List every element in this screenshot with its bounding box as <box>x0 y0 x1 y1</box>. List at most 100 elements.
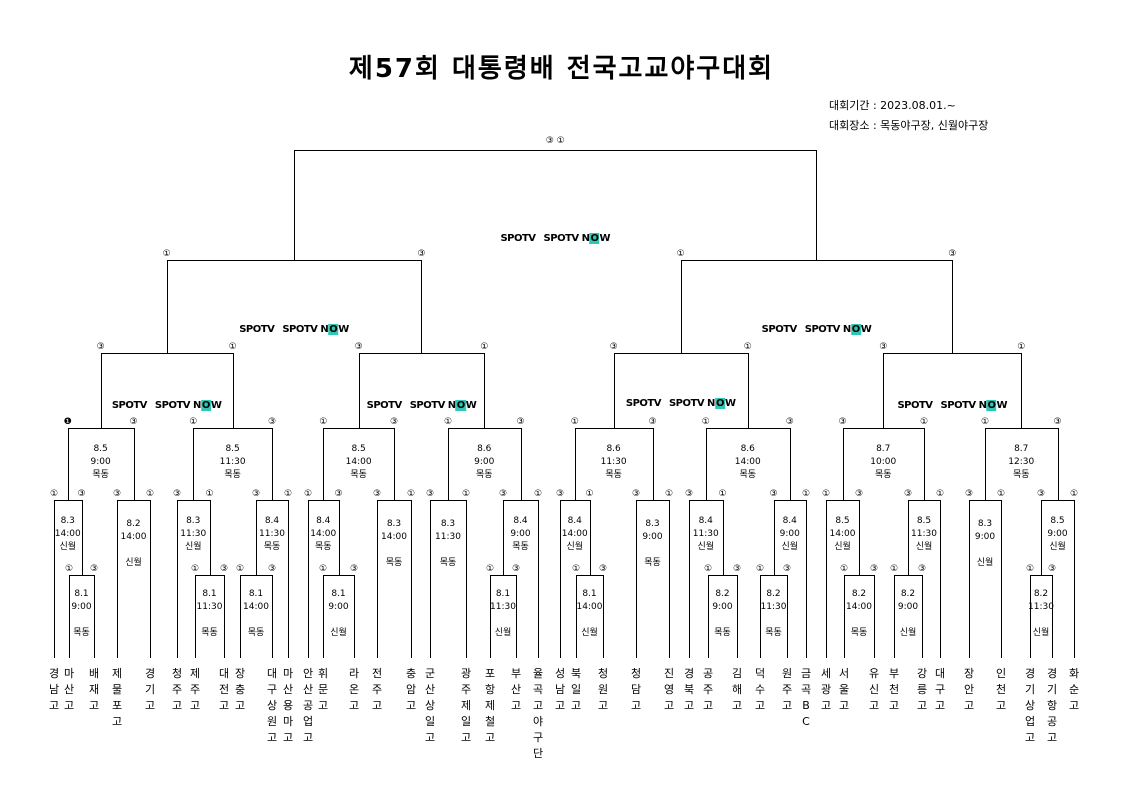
bracket-line <box>323 428 325 500</box>
match-marker: ① <box>676 249 685 259</box>
match-marker: ③ <box>854 489 864 499</box>
bracket-line <box>516 575 517 658</box>
team-name: 경기항공고 <box>1046 667 1058 744</box>
match-marker: ① <box>189 417 198 427</box>
team-name: 세광고 <box>820 667 832 712</box>
bracket-line <box>323 428 395 429</box>
match-marker: ③ <box>172 489 182 499</box>
bracket-line <box>722 500 724 575</box>
bracket-line <box>576 575 604 576</box>
bracket-line <box>680 260 954 261</box>
team-name: 진영고 <box>663 667 675 712</box>
team-name: 공주고 <box>702 667 714 712</box>
match-marker: ③ <box>917 564 927 574</box>
match-marker: ① <box>718 489 727 499</box>
bracket-line <box>209 500 211 575</box>
bracket-line <box>883 353 885 428</box>
match-marker: ① <box>821 489 831 499</box>
bracket-line <box>883 353 1023 354</box>
match-marker: ③ <box>648 417 657 427</box>
bracket-line <box>574 428 654 429</box>
bracket-line <box>484 353 486 428</box>
bracket-line <box>894 575 895 658</box>
bracket-line <box>377 500 412 501</box>
bracket-line <box>806 500 807 658</box>
match-marker: ① <box>533 489 543 499</box>
match-marker: ① <box>406 489 416 499</box>
match-marker: ① <box>485 564 495 574</box>
bracket-line <box>705 428 791 429</box>
team-name: 포항제철고 <box>484 667 496 744</box>
team-name: 율곡고야구단 <box>532 667 544 760</box>
bracket-line <box>969 500 1002 501</box>
bracket-line <box>760 575 761 658</box>
team-name: 경북고 <box>683 667 695 712</box>
match-marker: ① <box>480 342 489 352</box>
bracket-line <box>773 500 775 575</box>
team-name: 광주제일고 <box>460 667 472 744</box>
bracket-line <box>1057 428 1059 500</box>
bracket-line <box>100 353 102 428</box>
bracket-line <box>1052 575 1053 658</box>
match-marker: ③ <box>77 489 86 499</box>
bracket-line <box>232 353 234 428</box>
team-name: 김해고 <box>731 667 743 712</box>
match-marker: ③ <box>96 342 105 352</box>
match-marker: ③ <box>869 564 879 574</box>
match-marker: ③ <box>89 564 99 574</box>
team-name: 군산상일고 <box>424 667 436 744</box>
bracket-line <box>358 353 486 354</box>
match-marker: ① <box>701 417 710 427</box>
bracket-line <box>67 428 69 500</box>
match-marker: ① <box>443 417 453 427</box>
bracket-line <box>272 428 273 500</box>
bracket-line <box>874 575 875 658</box>
team-name: 제물포고 <box>111 667 123 728</box>
match-marker: ① <box>585 489 594 499</box>
match-marker: ① <box>319 417 328 427</box>
bracket-line <box>323 575 355 576</box>
bracket-line <box>54 500 83 501</box>
page-title: 제57회 대통령배 전국고교야구대회 <box>348 54 775 84</box>
bracket-line <box>520 428 522 500</box>
bracket-line <box>323 575 324 658</box>
bracket-line <box>195 575 225 576</box>
team-name: 대구고 <box>934 667 946 712</box>
team-name: 경기고 <box>144 667 156 712</box>
bracket-line <box>924 428 925 500</box>
team-name: 전주고 <box>371 667 383 712</box>
bracket-line <box>636 500 637 658</box>
match-marker: ① <box>190 564 200 574</box>
match-marker: ③ <box>948 249 957 259</box>
match-marker: ① <box>980 417 990 427</box>
bracket-line <box>574 428 576 500</box>
bracket-line <box>894 575 923 576</box>
bracket-line <box>354 575 355 658</box>
team-name: 성남고 <box>554 667 566 712</box>
bracket-line <box>421 260 423 353</box>
match-marker: ③ <box>389 417 399 427</box>
bracket-line <box>708 575 709 658</box>
match-marker: ③ <box>267 417 277 427</box>
bracket-line <box>240 575 273 576</box>
bracket-line <box>193 428 195 500</box>
bracket-line <box>1074 500 1075 658</box>
match-marker: ❶ <box>63 417 72 427</box>
bracket-line <box>240 575 241 658</box>
